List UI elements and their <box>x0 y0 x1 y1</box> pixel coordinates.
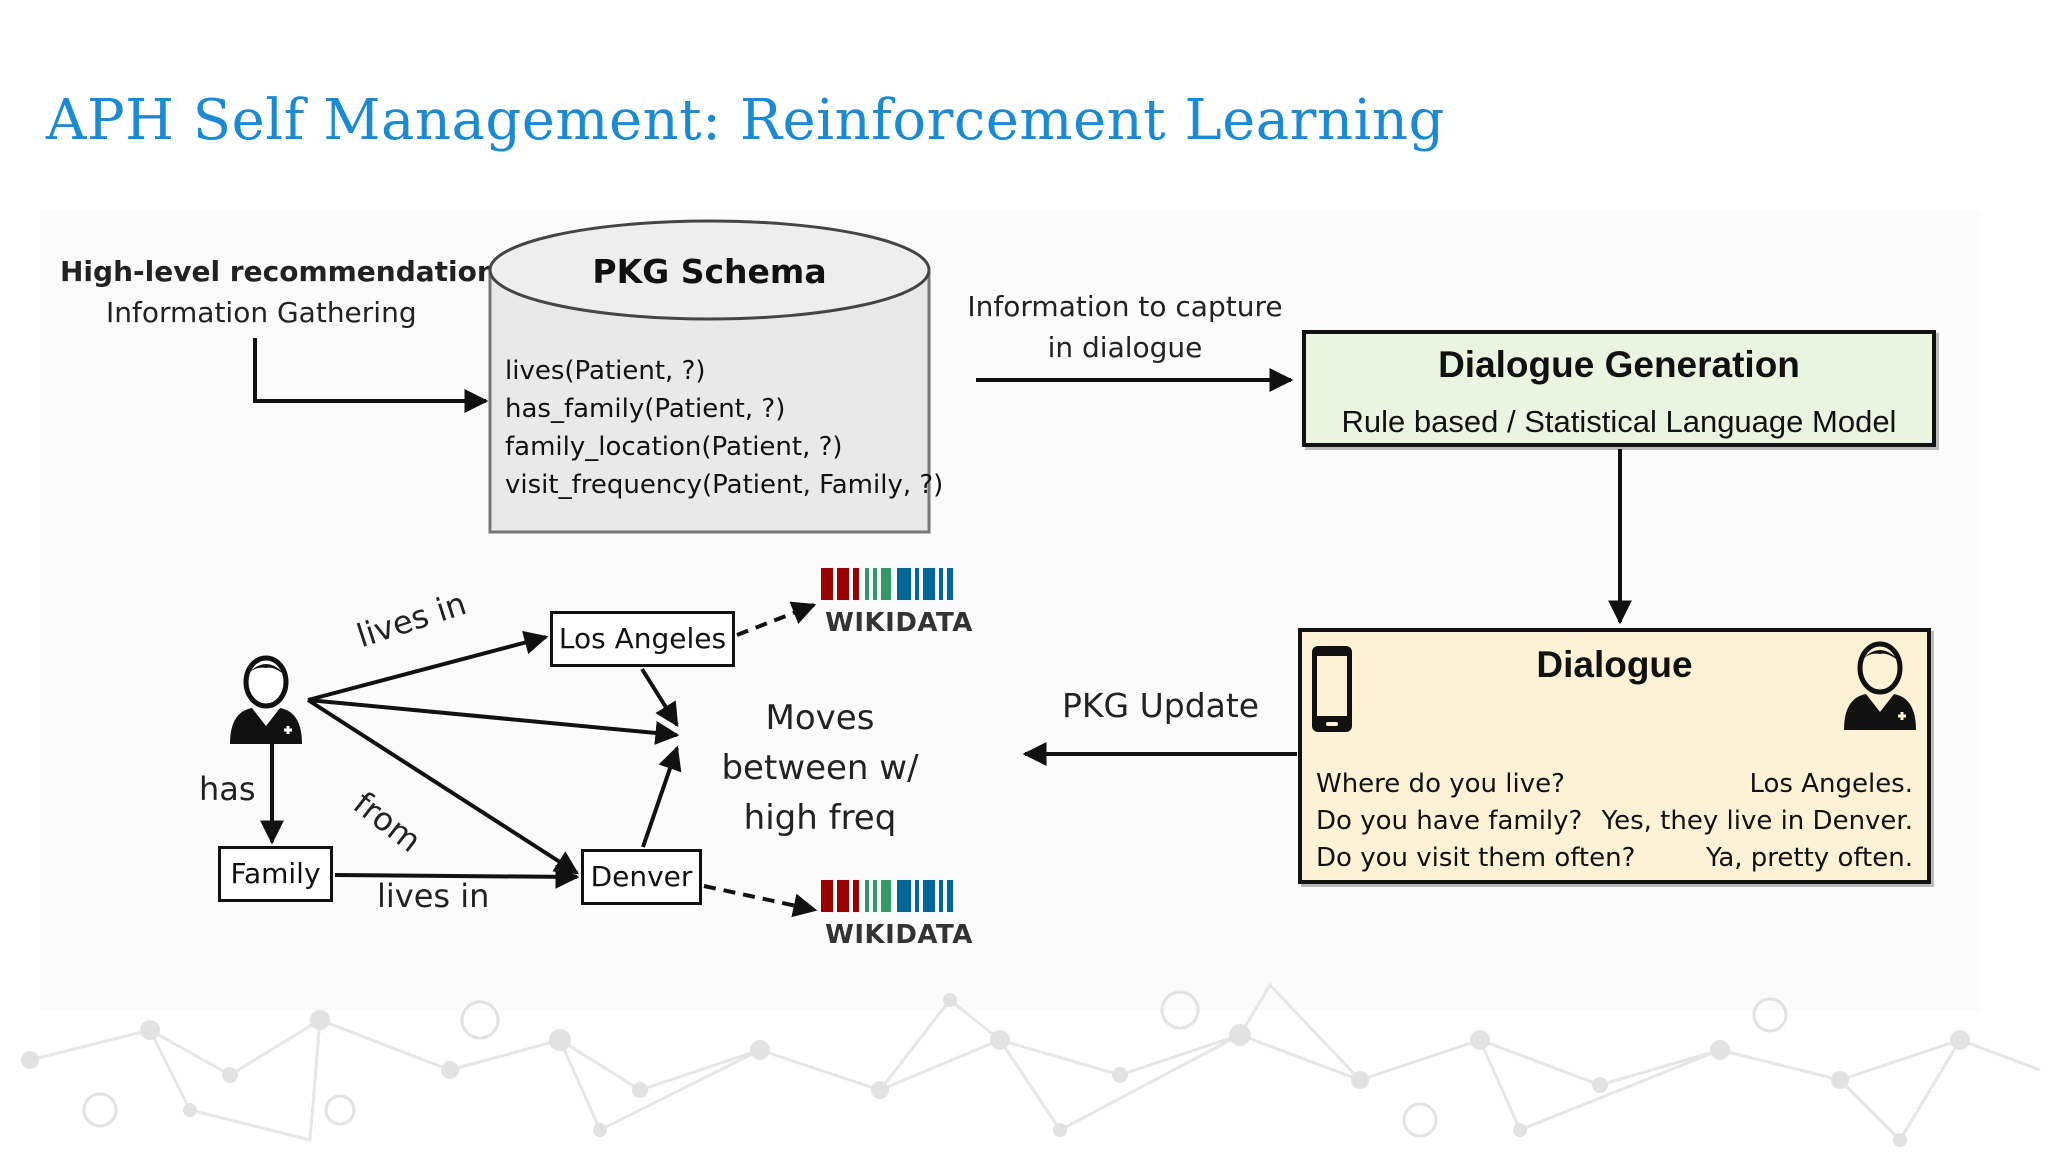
dialogue-questions: Where do you live? Do you have family? D… <box>1316 766 1635 877</box>
pkg-schema-title: PKG Schema <box>592 252 827 291</box>
recommendation-label: High-level recommendation: <box>60 255 508 288</box>
schema-item: family_location(Patient, ?) <box>505 432 843 462</box>
edge-person-to-moves <box>307 698 680 745</box>
edge-denver-to-moves <box>641 745 682 848</box>
recommendation-value: Information Gathering <box>106 296 417 329</box>
dialogue-question: Where do you live? <box>1316 769 1565 799</box>
dialogue-title: Dialogue <box>1536 644 1693 685</box>
dialogue-box: Dialogue Where do you live? Do you have … <box>1298 628 1931 884</box>
edge-label-has: has <box>199 770 256 808</box>
edge-person-to-denver <box>306 698 580 875</box>
dialogue-answer: Yes, they live in Denver. <box>1601 806 1913 836</box>
slide-title: APH Self Management: Reinforcement Learn… <box>46 88 1445 153</box>
edge-label-lives-in-family: lives in <box>377 877 490 915</box>
wikidata-logo: WIKIDATA <box>819 566 979 642</box>
arrow-recommendation-to-schema <box>253 338 489 413</box>
dialogue-answer: Ya, pretty often. <box>1706 843 1913 873</box>
dashed-link-los-angeles-to-wikidata <box>736 601 817 637</box>
dialogue-generation-subtitle: Rule based / Statistical Language Model <box>1341 404 1897 439</box>
dialogue-question: Do you have family? <box>1316 806 1583 836</box>
wikidata-barcode-icon <box>821 568 953 600</box>
dialogue-answers: Los Angeles. Yes, they live in Denver. Y… <box>1602 766 1913 877</box>
moves-between-label: Moves between w/ high freq <box>721 698 919 838</box>
edge-los-angeles-to-moves <box>640 667 679 728</box>
dashed-link-denver-to-wikidata <box>703 884 818 918</box>
phone-icon <box>1312 646 1352 732</box>
node-los-angeles: Los Angeles <box>550 611 735 667</box>
schema-item: visit_frequency(Patient, Family, ?) <box>505 470 944 500</box>
node-family: Family <box>218 846 333 902</box>
user-icon <box>1844 641 1916 730</box>
pkg-update-label: PKG Update <box>1062 686 1260 725</box>
edge-person-to-los-angeles <box>307 630 549 702</box>
wikidata-barcode-icon <box>821 880 953 912</box>
schema-item: lives(Patient, ?) <box>505 356 706 386</box>
node-denver: Denver <box>581 849 702 905</box>
dialogue-question: Do you visit them often? <box>1316 843 1636 873</box>
pkg-schema-cylinder <box>488 219 931 534</box>
wikidata-logo-text: WIKIDATA <box>825 608 973 638</box>
schema-item: has_family(Patient, ?) <box>505 394 786 424</box>
wikidata-logo-text: WIKIDATA <box>825 920 973 950</box>
user-icon <box>230 655 302 744</box>
dialogue-answer: Los Angeles. <box>1749 769 1913 799</box>
dialogue-generation-box: Dialogue Generation Rule based / Statist… <box>1302 330 1936 447</box>
schema-list: lives(Patient, ?) has_family(Patient, ?)… <box>505 352 943 504</box>
edge-family-to-denver <box>334 864 580 889</box>
dialogue-generation-title: Dialogue Generation <box>1438 344 1800 385</box>
wikidata-logo: WIKIDATA <box>819 878 979 954</box>
capture-label: Information to capture in dialogue <box>967 290 1283 364</box>
network-background-pattern <box>21 982 2041 1147</box>
